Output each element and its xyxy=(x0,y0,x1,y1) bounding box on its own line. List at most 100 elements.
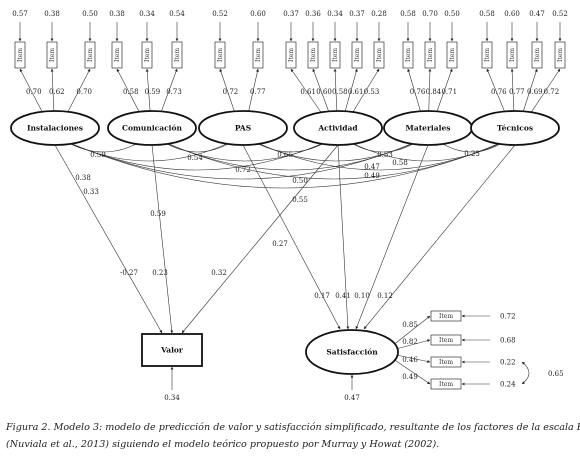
satisfaccion-item-label: Item xyxy=(439,313,453,320)
item-box xyxy=(373,41,385,69)
loading-arrow xyxy=(333,68,338,114)
item-label: Item xyxy=(557,48,564,62)
factor-ellipse xyxy=(293,110,383,146)
loading-value: 0.69 xyxy=(527,88,543,96)
item-error-value: 0.57 xyxy=(12,10,28,18)
correlation-value: 0.55 xyxy=(292,196,308,204)
item-box xyxy=(531,41,543,69)
factor-label: PAS xyxy=(235,124,251,133)
error-covariance-arc xyxy=(521,361,530,385)
loading-arrow xyxy=(247,68,259,114)
item-label: Item xyxy=(49,48,56,62)
satisfaccion-item-label: Item xyxy=(439,359,453,366)
item-label: Item xyxy=(217,48,224,62)
correlation-value: 0.49 xyxy=(364,172,380,180)
item-error-value: 0.52 xyxy=(212,10,228,18)
loading-arrow xyxy=(19,68,44,114)
satisfaccion-item-error-value: 0.72 xyxy=(500,313,516,321)
item-label: Item xyxy=(509,48,516,62)
satisfaccion-loading-value: 0.82 xyxy=(402,338,418,346)
correlation-arc xyxy=(64,140,506,189)
satisfaccion-loading-arrow xyxy=(393,359,431,385)
correlation-value: 0.50 xyxy=(292,177,308,185)
satisfaccion-item-label: Item xyxy=(439,337,453,344)
correlation-value: 0.54 xyxy=(187,154,203,162)
item-error-value: 0.60 xyxy=(504,10,520,18)
item-error-value: 0.50 xyxy=(82,10,98,18)
loading-arrow xyxy=(352,68,380,114)
item-box xyxy=(285,41,297,69)
valor-path-value: -0.27 xyxy=(120,269,138,277)
item-error-value: 0.60 xyxy=(250,10,266,18)
satisfaccion-loading-arrow xyxy=(393,315,431,345)
item-box xyxy=(84,41,96,69)
correlation-value: 0.38 xyxy=(75,174,91,182)
item-box xyxy=(141,41,153,69)
item-box xyxy=(481,41,493,69)
loading-value: 0.62 xyxy=(49,88,65,96)
loading-value: 0.58 xyxy=(123,88,139,96)
satisfaccion-ellipse xyxy=(305,329,399,375)
item-label: Item xyxy=(255,48,262,62)
item-error-value: 0.38 xyxy=(44,10,60,18)
valor-box xyxy=(141,333,203,367)
valor-path-arrow xyxy=(151,144,174,334)
item-box xyxy=(46,41,58,69)
loading-value: 0.77 xyxy=(509,88,525,96)
loading-value: 0.61 xyxy=(348,88,364,96)
item-label: Item xyxy=(354,48,361,62)
valor-label: Valor xyxy=(160,346,184,355)
satisfaccion-loading-value: 0.46 xyxy=(402,356,418,364)
loading-value: 0.76 xyxy=(491,88,507,96)
loading-arrow xyxy=(407,68,422,114)
correlation-value: 0.59 xyxy=(90,151,106,159)
satisfaccion-item-label: Item xyxy=(439,381,453,388)
item-box xyxy=(351,41,363,69)
correlation-value: 0.27 xyxy=(272,240,288,248)
satisfaccion-path-value: 0.41 xyxy=(335,292,351,300)
satisfaccion-item-error-value: 0.24 xyxy=(500,381,516,389)
loading-value: 0.59 xyxy=(145,88,161,96)
loading-arrow xyxy=(145,68,151,114)
item-error-value: 0.52 xyxy=(552,10,568,18)
item-error-value: 0.58 xyxy=(479,10,495,18)
item-error-value: 0.54 xyxy=(169,10,185,18)
factor-ellipse xyxy=(470,110,560,146)
item-error-value: 0.38 xyxy=(109,10,125,18)
figure-caption-line-2: (Nuviala et al., 2013) siguiendo el mode… xyxy=(6,439,439,450)
loading-value: 0.70 xyxy=(26,88,42,96)
item-label: Item xyxy=(332,48,339,62)
loading-arrow xyxy=(436,68,453,114)
item-label: Item xyxy=(114,48,121,62)
factor-ellipse xyxy=(107,110,197,146)
item-error-value: 0.70 xyxy=(422,10,438,18)
satisfaccion-item-box xyxy=(430,334,462,346)
loading-arrow xyxy=(50,68,55,114)
item-box xyxy=(14,41,26,69)
correlation-arc xyxy=(252,140,329,153)
correlation-value: 0.33 xyxy=(83,188,99,196)
loading-arrow xyxy=(66,68,91,114)
item-error-value: 0.47 xyxy=(529,10,545,18)
loading-arrow xyxy=(116,68,141,114)
satisfaccion-loading-value: 0.49 xyxy=(402,373,418,381)
satisfaccion-path-arrow xyxy=(337,144,350,330)
item-error-value: 0.36 xyxy=(305,10,321,18)
coefficient-labels: 0.570.700.380.620.500.700.380.580.340.59… xyxy=(12,10,568,402)
factor-label: Materiales xyxy=(406,124,451,133)
satisfaccion-loading-value: 0.85 xyxy=(402,321,418,329)
item-box xyxy=(402,41,414,69)
satisfaccion-loading-arrow xyxy=(393,339,431,350)
loading-value: 0.73 xyxy=(166,88,182,96)
correlation-value: 0.65 xyxy=(277,151,293,159)
item-box xyxy=(554,41,566,69)
item-label: Item xyxy=(484,48,491,62)
loading-arrow xyxy=(312,68,330,114)
correlation-value: 0.23 xyxy=(464,150,480,158)
item-label: Item xyxy=(144,48,151,62)
correlation-value: 0.72 xyxy=(235,166,251,174)
item-box xyxy=(446,41,458,69)
item-label: Item xyxy=(310,48,317,62)
loading-arrow xyxy=(290,68,322,114)
item-error-value: 0.58 xyxy=(400,10,416,18)
